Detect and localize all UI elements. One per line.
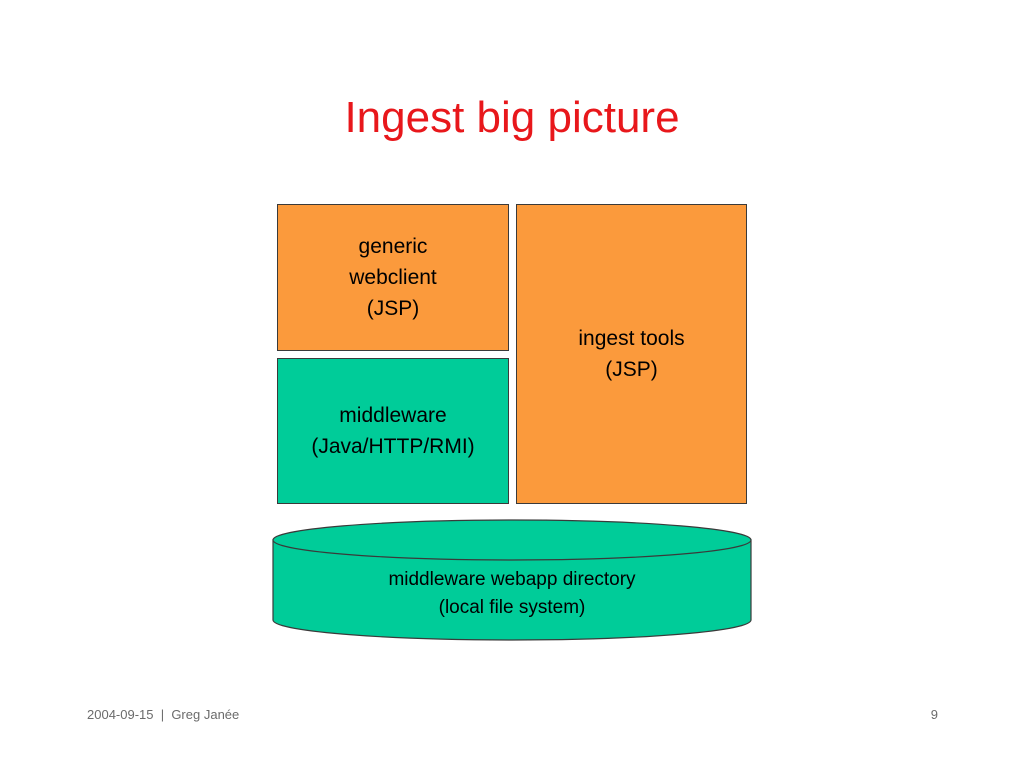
cylinder-shape: [272, 519, 752, 641]
webapp-directory-cylinder: middleware webapp directory (local file …: [270, 518, 754, 643]
cylinder-body: [272, 539, 752, 641]
ingest-tools-label: ingest tools (JSP): [578, 327, 685, 381]
ingest-tools-box: ingest tools (JSP): [516, 204, 747, 504]
generic-webclient-label: generic webclient (JSP): [349, 235, 437, 320]
middleware-box: middleware (Java/HTTP/RMI): [277, 358, 509, 504]
cylinder-top: [272, 519, 752, 561]
webapp-directory-label: middleware webapp directory (local file …: [388, 569, 636, 618]
generic-webclient-box: generic webclient (JSP): [277, 204, 509, 351]
slide-title: Ingest big picture: [344, 93, 680, 142]
footer-text: 2004-09-15 | Greg Janée: [87, 707, 240, 722]
page-number: 9: [930, 707, 938, 722]
middleware-label: middleware (Java/HTTP/RMI): [311, 404, 475, 458]
